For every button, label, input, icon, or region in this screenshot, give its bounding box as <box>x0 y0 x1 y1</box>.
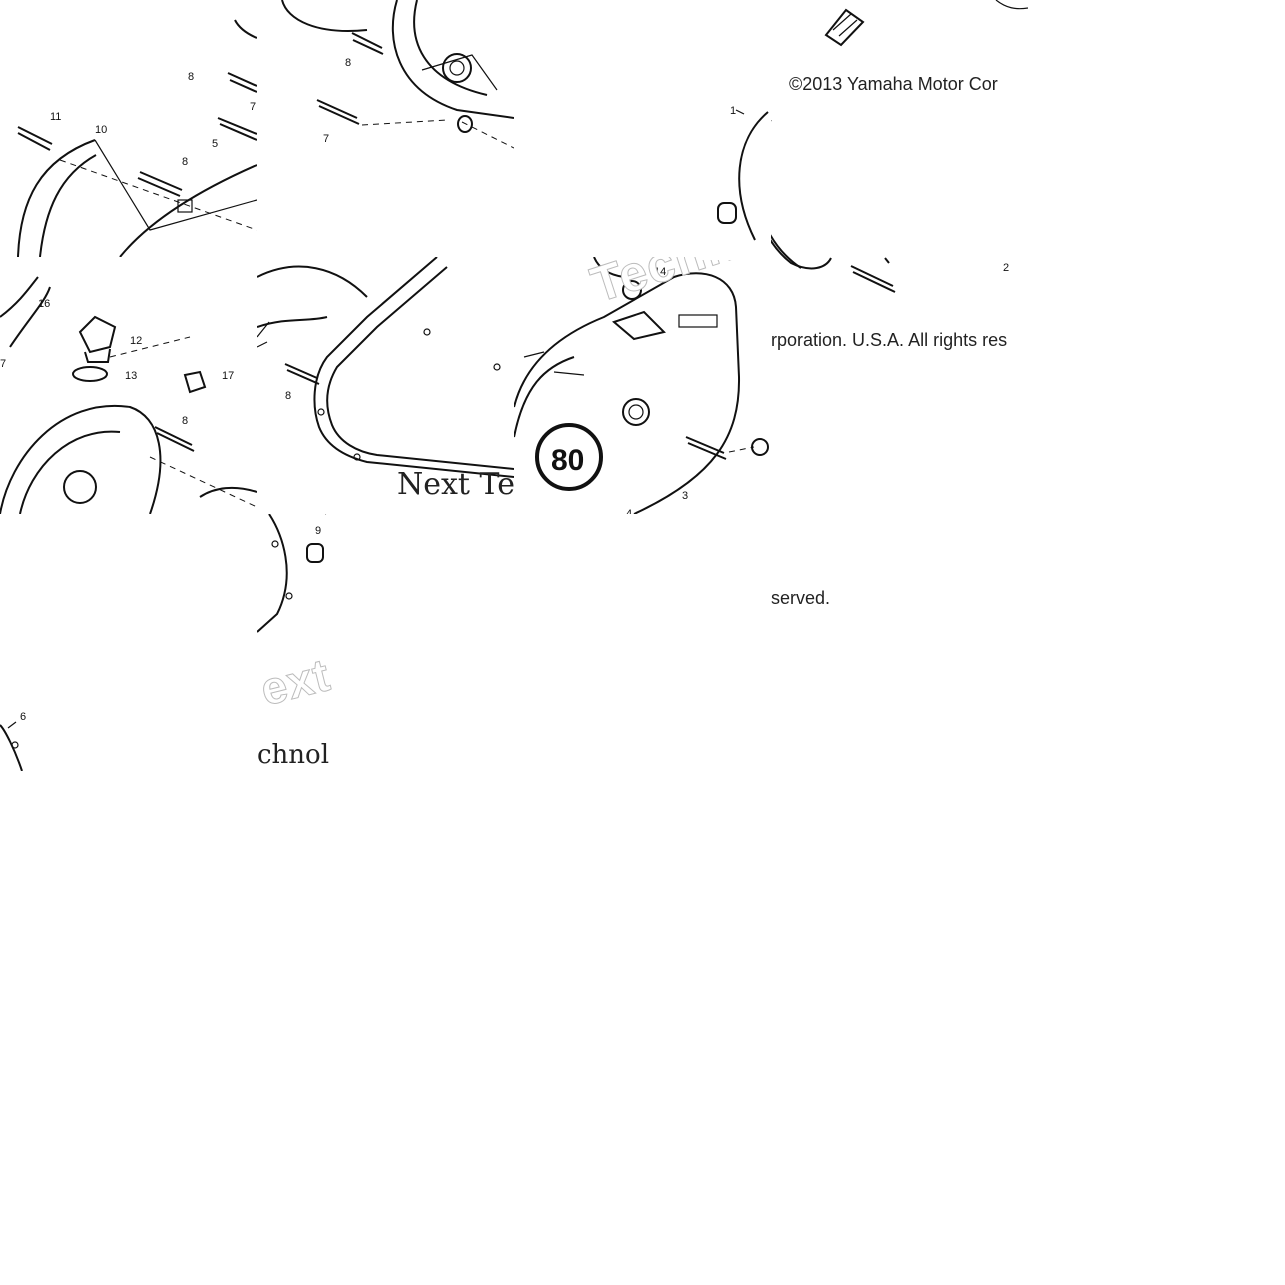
tile-drawing: 1 <box>717 105 769 241</box>
callout-8d: 8 <box>182 415 188 427</box>
watermark-chnol: chnol <box>257 740 330 770</box>
callout-8b: 8 <box>182 156 188 168</box>
copyright-line-1: ©2013 Yamaha Motor Cor <box>789 74 998 94</box>
copyright-line-3: served. <box>771 588 831 608</box>
callout-8e: 8 <box>285 390 291 402</box>
diagram-tile-right-cover: 1 <box>700 100 771 260</box>
diagram-tile-bottom-left: 6 <box>0 700 257 771</box>
callout-3: 3 <box>682 490 688 502</box>
callout-13: 13 <box>125 370 137 382</box>
tile-drawing: 2 <box>771 120 1009 293</box>
tile-drawing: 8 <box>257 257 514 478</box>
callout-7: 7 <box>250 101 256 113</box>
callout-16: 16 <box>38 298 50 310</box>
callout-15: 15 <box>307 514 319 517</box>
diagram-tile-mid-center-left: 8 Next Te <box>257 257 514 514</box>
callout-4: 4 <box>626 508 632 514</box>
callout-2: 2 <box>1003 262 1009 274</box>
callout-8c: 8 <box>345 57 351 69</box>
callout-6: 6 <box>20 711 26 723</box>
tile-drawing: 9 15 <box>257 514 327 633</box>
diagram-tile-mid-right: 2 rporation. U.S.A. All rights res <box>771 108 1028 368</box>
tile-drawing <box>824 0 1028 47</box>
tile-drawing: 16 12 13 17 8 7 <box>0 276 257 514</box>
diagram-tile-top-right: ©2013 Yamaha Motor Cor <box>771 0 1028 108</box>
callout-9: 9 <box>315 525 321 537</box>
callout-14: 14 <box>654 266 666 278</box>
diagram-tile-mid-center-right: 80 14 3 4 Techn <box>514 257 771 514</box>
diagram-tile-top-center: 8 7 <box>257 0 514 150</box>
copyright-line-2: rporation. U.S.A. All rights res <box>771 330 1008 350</box>
diagram-tile-mid-left: 16 12 13 17 8 7 <box>0 257 257 514</box>
callout-11: 11 <box>50 111 61 123</box>
callout-8: 8 <box>188 71 194 83</box>
diagram-tile-top-left: 11 10 8 7 5 8 <box>0 0 257 257</box>
badge-80: 80 <box>551 444 584 477</box>
diagram-tile-bottom-center: 9 15 ext chnol <box>257 514 514 771</box>
callout-7b: 7 <box>323 133 329 145</box>
callout-17: 17 <box>222 370 234 382</box>
callout-1: 1 <box>730 105 736 117</box>
tile-drawing: 80 14 3 4 <box>514 257 769 514</box>
callout-12: 12 <box>130 335 142 347</box>
watermark-next-te: Next Te <box>397 467 514 502</box>
callout-5: 5 <box>212 138 218 150</box>
tile-drawing: 11 10 8 7 5 8 <box>17 19 257 257</box>
tile-drawing: 6 <box>0 711 26 771</box>
diagram-tile-bottom-right: served. <box>771 540 1028 620</box>
callout-7c: 7 <box>0 358 6 370</box>
callout-10: 10 <box>95 124 107 136</box>
tile-drawing: 8 7 <box>281 0 514 149</box>
